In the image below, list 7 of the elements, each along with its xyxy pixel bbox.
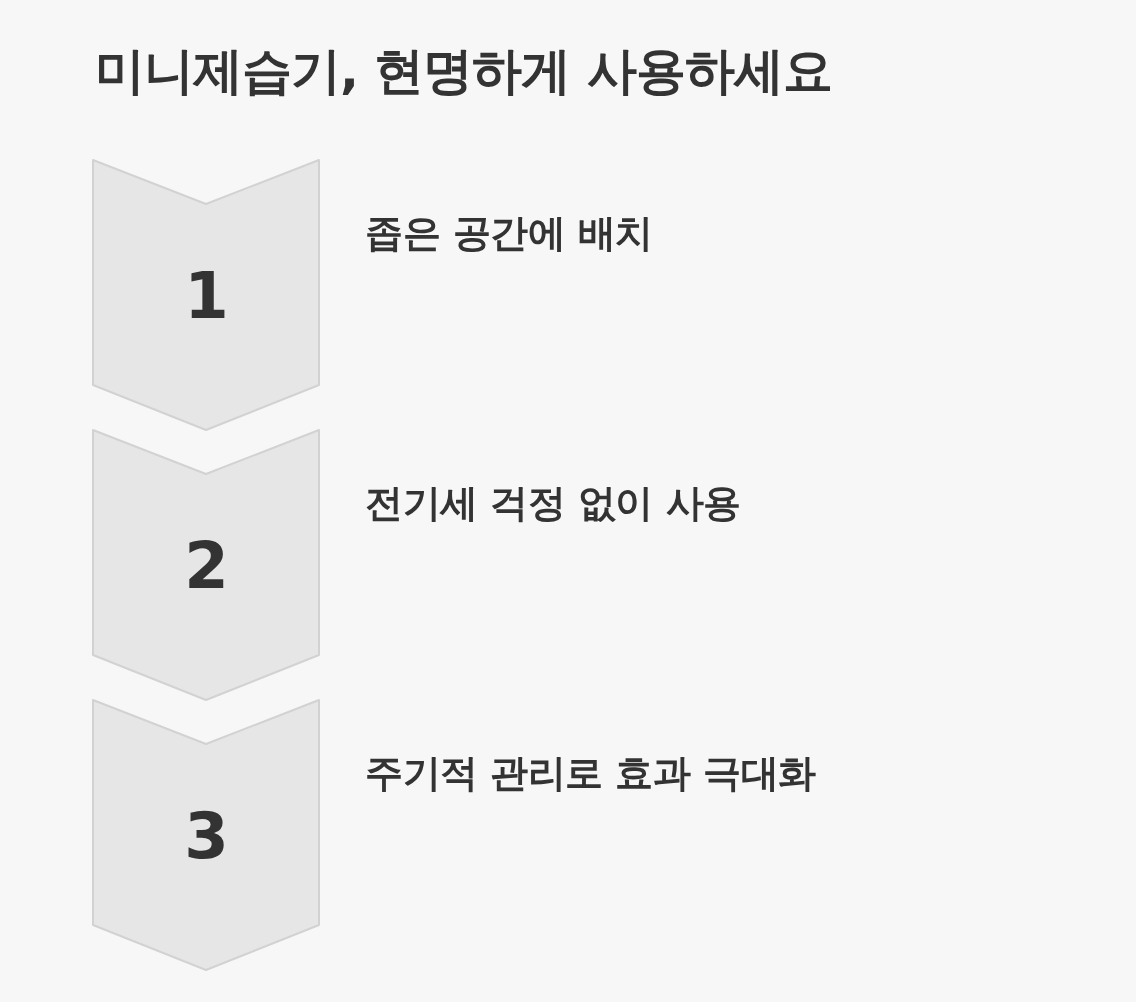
step-text: 전기세 걱정 없이 사용 (365, 480, 741, 527)
step-number: 2 (184, 534, 229, 598)
title: 미니제습기, 현명하게 사용하세요 (95, 41, 832, 102)
step-text: 주기적 관리로 효과 극대화 (365, 750, 816, 797)
step-number: 3 (184, 804, 229, 868)
step-text: 좁은 공간에 배치 (365, 210, 653, 257)
step-number: 1 (184, 264, 229, 328)
